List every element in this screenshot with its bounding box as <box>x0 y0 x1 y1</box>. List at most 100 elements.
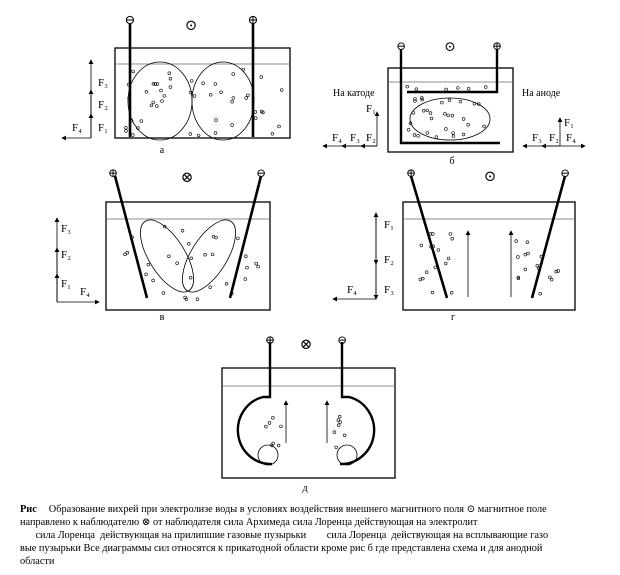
gas-bubble <box>189 90 193 95</box>
gas-bubble <box>425 108 429 113</box>
field-toward-icon: ⊙ <box>185 18 198 34</box>
gas-bubble <box>189 256 194 260</box>
force-label: F₄ <box>72 122 82 134</box>
gas-bubble <box>523 267 527 272</box>
gas-bubble <box>244 96 248 100</box>
gas-bubble <box>405 84 409 89</box>
force-label: F₁ <box>61 278 71 290</box>
gas-bubble <box>126 82 131 87</box>
gas-bubble <box>430 290 435 295</box>
gas-bubble <box>123 252 127 256</box>
gas-bubble <box>343 433 347 437</box>
gas-bubble <box>429 116 434 121</box>
gas-bubble <box>231 72 235 76</box>
anode-electrode <box>407 49 499 94</box>
figure: ⊖ ⊕ ⊙ F₃ F₂ F₁ F₄ а ⊖ ⊕ ⊙ На катоде На а… <box>54 12 586 494</box>
cathode-electrode <box>399 49 500 145</box>
vessel <box>114 47 291 139</box>
caption-line: области <box>20 556 55 567</box>
gas-bubble <box>443 112 447 116</box>
gas-bubble <box>124 126 128 130</box>
gas-bubble <box>127 96 131 100</box>
gas-bubble <box>168 76 173 81</box>
force-label: F₁ <box>384 219 394 231</box>
gas-bubble <box>151 100 155 105</box>
gas-bubble <box>407 128 411 132</box>
caption-line: Образование вихрей при электролизе воды … <box>48 504 547 515</box>
gas-bubble <box>224 282 229 286</box>
force-label: F₁ <box>366 103 376 115</box>
gas-bubble <box>516 255 520 259</box>
gas-bubble <box>422 109 426 113</box>
gas-bubble <box>192 94 197 98</box>
gas-bubble <box>412 133 417 137</box>
gas-bubble <box>188 132 193 136</box>
gas-bubble <box>450 237 454 241</box>
gas-bubble <box>155 104 159 108</box>
gas-bubble <box>336 418 340 422</box>
gas-bubble <box>209 93 213 97</box>
gas-bubble <box>129 118 134 123</box>
anode-side-label: На аноде <box>522 88 561 99</box>
force-label: F₂ <box>366 132 376 144</box>
gas-bubble <box>549 277 554 282</box>
force-label: F₂ <box>61 249 71 261</box>
gas-bubble <box>429 245 433 249</box>
gas-bubble <box>516 275 520 280</box>
force-label: F₂ <box>98 99 108 111</box>
gas-bubble <box>243 277 248 281</box>
gas-bubble <box>231 96 236 100</box>
force-label: F₂ <box>384 254 394 266</box>
gas-bubble <box>428 111 433 115</box>
vortex-loop <box>257 444 279 466</box>
gas-bubble <box>425 131 429 135</box>
force-label: F₃ <box>384 284 394 296</box>
gas-bubble <box>270 132 275 136</box>
gas-bubble <box>425 270 429 274</box>
gas-bubble <box>253 110 258 114</box>
gas-bubble <box>230 123 234 127</box>
gas-bubble <box>144 272 148 276</box>
gas-bubble <box>338 415 342 419</box>
gas-bubble <box>408 121 413 125</box>
gas-bubble <box>420 96 424 100</box>
cathode-electrode <box>228 175 263 299</box>
panel-g: ⊕ ⊖ ⊙ F₁ F₂ F₃ F₄ г <box>332 166 576 323</box>
gas-bubble <box>447 98 452 102</box>
gas-bubble <box>472 101 477 106</box>
gas-bubble <box>187 242 191 246</box>
gas-bubble <box>461 117 466 121</box>
gas-bubble <box>446 113 450 118</box>
gas-bubble <box>431 232 435 236</box>
gas-bubble <box>149 103 154 108</box>
panel-v: ⊕ ⊖ ⊗ F₃ F₂ F₁ F₄ в <box>54 166 271 323</box>
gas-bubble <box>153 82 158 86</box>
gas-bubble <box>535 264 539 268</box>
field-away-icon: ⊗ <box>181 170 194 186</box>
gas-bubble <box>195 297 200 301</box>
gas-bubble <box>420 97 424 102</box>
gas-bubble <box>230 291 234 296</box>
gas-bubble <box>161 291 166 295</box>
gas-bubble <box>159 88 163 93</box>
panel-label: д <box>302 483 307 494</box>
gas-bubble <box>190 79 194 83</box>
gas-bubble <box>259 75 263 79</box>
gas-bubble <box>125 251 130 255</box>
vortex-loop <box>127 61 193 141</box>
force-label: F₃ <box>532 132 542 144</box>
plus-terminal-icon: ⊕ <box>406 166 416 180</box>
gas-bubble <box>523 252 527 257</box>
gas-bubble <box>466 87 471 91</box>
panel-d: ⊕ ⊖ ⊗ д <box>221 333 396 494</box>
minus-terminal-icon: ⊖ <box>337 333 347 347</box>
gas-bubble <box>175 261 179 265</box>
gas-bubble <box>155 82 160 86</box>
gas-bubble <box>431 244 436 249</box>
gas-bubble <box>332 430 337 434</box>
gas-bubble <box>440 100 444 105</box>
gas-bubble <box>526 251 530 256</box>
force-label: F₄ <box>347 284 357 296</box>
gas-bubble <box>256 264 260 269</box>
gas-bubble <box>168 85 173 89</box>
